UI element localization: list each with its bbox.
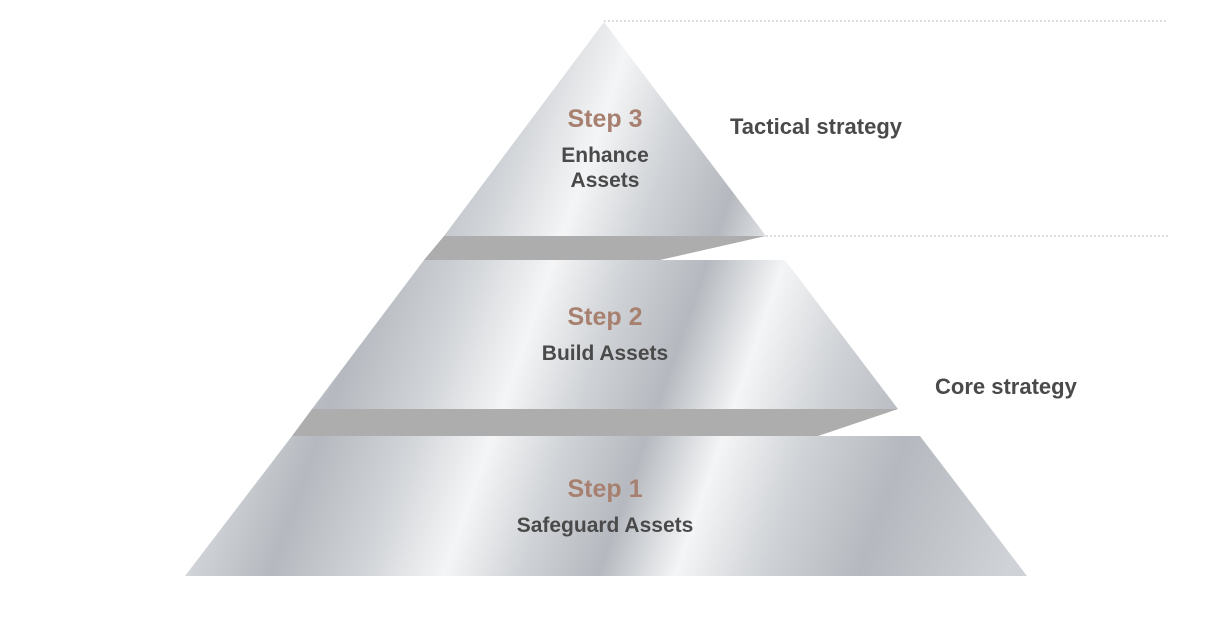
core-strategy-label: Core strategy	[935, 374, 1078, 399]
tier-3-name-line-1: Enhance	[561, 144, 649, 167]
tier-top	[444, 22, 766, 236]
tier-1-name: Safeguard Assets	[517, 514, 694, 537]
tier-3-step-label: Step 3	[567, 105, 642, 133]
tier-2-name: Build Assets	[542, 342, 668, 365]
ledge-top	[424, 236, 766, 260]
tier-bottom	[185, 436, 1027, 576]
tier-middle	[312, 260, 898, 409]
tier-2-step-label: Step 2	[567, 303, 642, 331]
ledge-bottom	[292, 409, 898, 436]
tier-1-step-label: Step 1	[567, 475, 642, 503]
tier-3-name-line-2: Assets	[571, 169, 640, 192]
tactical-strategy-label: Tactical strategy	[730, 114, 903, 139]
